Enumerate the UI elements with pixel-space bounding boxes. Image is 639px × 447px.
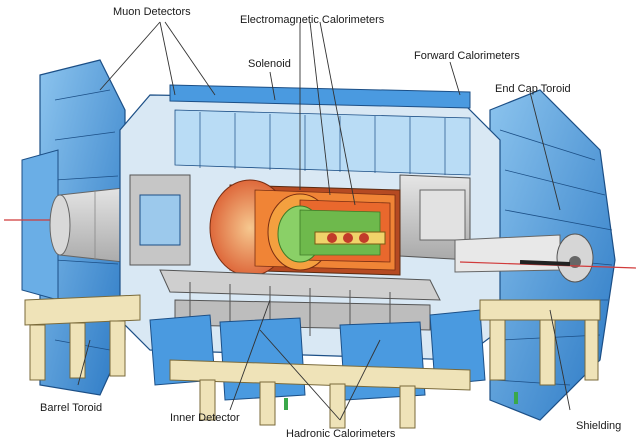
label-inner-detector: Inner Detector [170,412,240,424]
label-hadronic-calorimeters: Hadronic Calorimeters [286,428,396,440]
label-barrel-toroid: Barrel Toroid [40,402,103,414]
label-solenoid: Solenoid [248,58,291,70]
label-end-cap-toroid: End Cap Toroid [495,83,571,95]
label-forward-calorimeters: Forward Calorimeters [414,50,520,62]
label-muon-detectors: Muon Detectors [113,6,191,18]
label-electromagnetic-calorimeters: Electromagnetic Calorimeters [240,14,385,26]
leader-lines [77,21,571,421]
calorimeter-cutaway [209,179,401,277]
scale-figures [284,392,518,410]
beam-pipe [519,260,571,266]
end-cap-block [399,174,594,283]
label-shielding: Shielding [576,420,622,432]
